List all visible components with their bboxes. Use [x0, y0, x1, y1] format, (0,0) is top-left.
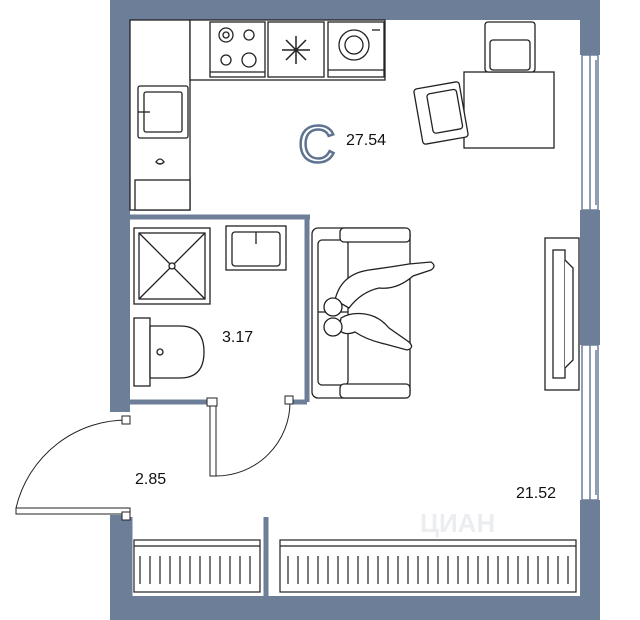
living-room-area-label: 21.52: [516, 485, 556, 502]
dining-table-icon: [463, 71, 555, 149]
total-area-label: 27.54: [346, 132, 386, 149]
armchair-icon: [413, 21, 536, 145]
hallway-area-label: 2.85: [135, 471, 166, 488]
radiator-icon: [133, 539, 577, 593]
outer-walls: [110, 0, 600, 620]
person-icon: [323, 261, 435, 351]
unit-type-letter: С: [298, 116, 336, 174]
bathroom-area-label: 3.17: [222, 329, 253, 346]
washing-machine-icon: [327, 21, 385, 78]
watermark: ЦИАН: [420, 508, 495, 538]
tv-icon: [544, 237, 580, 391]
shower-icon: [133, 227, 211, 305]
fridge-icon: [267, 21, 325, 78]
toilet-icon: [133, 317, 205, 387]
sink-icon: [225, 225, 287, 271]
door-icon: [15, 395, 294, 521]
watermark-logo: ЦИАН: [420, 508, 495, 538]
interior-walls: [127, 214, 310, 600]
stove-icon: [209, 21, 266, 78]
window-icon: [581, 54, 599, 501]
